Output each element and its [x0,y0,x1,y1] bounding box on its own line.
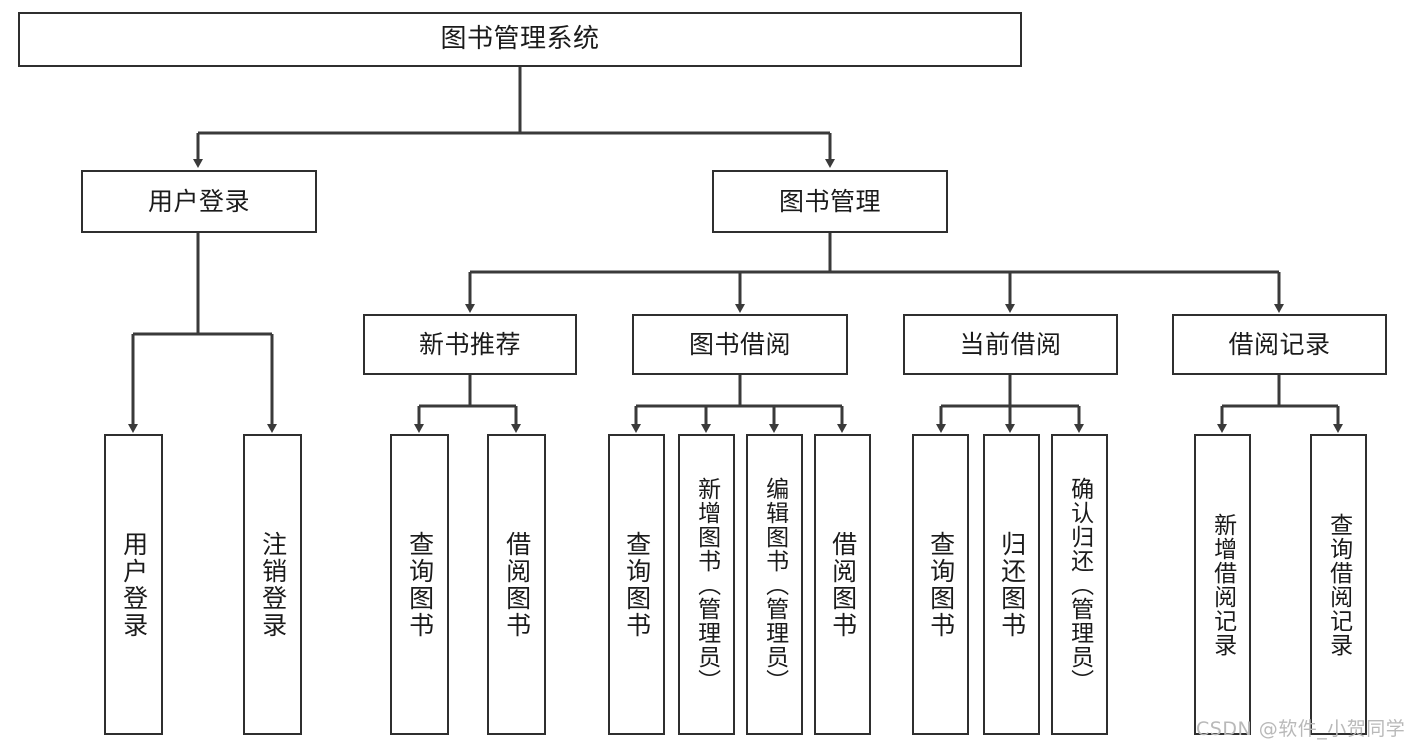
node-new-book-recommendation[interactable]: 新书推荐 [363,314,577,375]
leaf-borrow-add-book-admin[interactable]: 新增图书（管理员） [678,434,735,735]
node-borrowing-record[interactable]: 借阅记录 [1172,314,1387,375]
node-current-borrowing[interactable]: 当前借阅 [903,314,1118,375]
leaf-newbook-borrow-books[interactable]: 借阅图书 [487,434,546,735]
leaf-borrow-query-books[interactable]: 查询图书 [608,434,665,735]
node-label: 查询图书 [622,530,652,639]
leaf-current-confirm-return-admin[interactable]: 确认归还（管理员） [1051,434,1108,735]
leaf-current-return-books[interactable]: 归还图书 [983,434,1040,735]
node-label: 用户登录 [119,530,149,639]
node-book-management[interactable]: 图书管理 [712,170,948,233]
node-label: 借阅图书 [502,530,532,639]
leaf-borrow-borrow-books[interactable]: 借阅图书 [814,434,871,735]
node-label: 编辑图书（管理员） [761,476,788,693]
csdn-watermark: CSDN @软件_小贺同学 [1196,718,1405,740]
leaf-current-query-books[interactable]: 查询图书 [912,434,969,735]
node-label: 新增图书（管理员） [693,476,720,693]
node-label: 查询图书 [405,530,435,639]
node-root-book-management-system[interactable]: 图书管理系统 [18,12,1022,67]
node-label: 当前借阅 [959,329,1062,359]
node-label: 新书推荐 [418,329,521,359]
node-label: 归还图书 [997,530,1027,639]
leaf-record-query-borrow-record[interactable]: 查询借阅记录 [1310,434,1367,735]
node-label: 查询借阅记录 [1325,512,1352,657]
node-label: 图书管理 [778,186,881,216]
node-label: 借阅图书 [828,530,858,639]
leaf-user-login-signout[interactable]: 注销登录 [243,434,302,735]
node-user-login[interactable]: 用户登录 [81,170,317,233]
node-label: 查询图书 [926,530,956,639]
node-label: 图书管理系统 [440,24,600,55]
node-label: 新增借阅记录 [1209,512,1236,657]
leaf-newbook-query-books[interactable]: 查询图书 [390,434,449,735]
leaf-user-login-signin[interactable]: 用户登录 [104,434,163,735]
leaf-borrow-edit-book-admin[interactable]: 编辑图书（管理员） [746,434,803,735]
node-label: 注销登录 [258,530,288,639]
node-label: 图书借阅 [688,329,791,359]
node-label: 确认归还（管理员） [1066,476,1093,693]
leaf-record-add-borrow-record[interactable]: 新增借阅记录 [1194,434,1251,735]
node-label: 借阅记录 [1228,329,1331,359]
node-book-borrowing[interactable]: 图书借阅 [632,314,848,375]
node-label: 用户登录 [147,186,250,216]
